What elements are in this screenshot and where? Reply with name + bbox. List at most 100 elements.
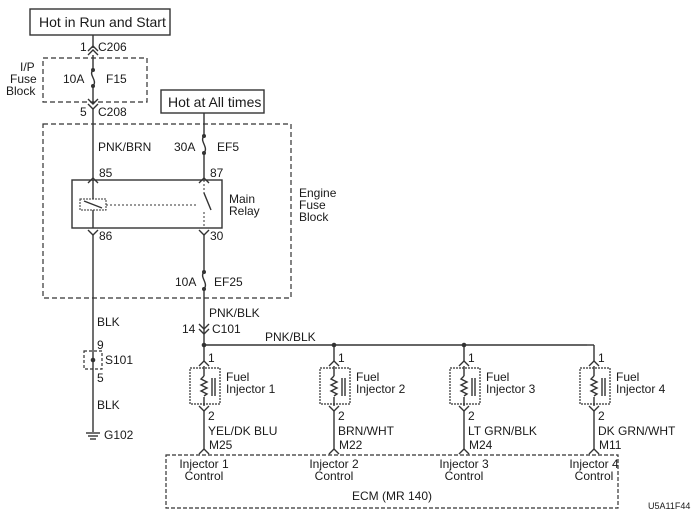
ecm-label: ECM (MR 140) xyxy=(352,489,432,503)
ef25-rating: 10A xyxy=(175,275,196,289)
engine-fuse-block-box xyxy=(42,123,292,299)
ecm-pin-1-icon xyxy=(198,448,210,455)
injector-2-pin-out: 2 xyxy=(338,409,345,423)
c101-pin: 14 xyxy=(182,322,196,336)
injector-3-pin-in: 1 xyxy=(468,351,475,365)
ecm-pin-4-icon xyxy=(588,448,600,455)
injector-2-wire-color: BRN/WHT xyxy=(338,424,395,438)
injector-4-name-1: Fuel xyxy=(616,370,639,384)
injector-2-coil-icon xyxy=(329,375,339,397)
ip-fuse-block-box xyxy=(42,57,148,103)
ip-fuse-block-label-2: Fuse xyxy=(10,72,37,86)
ecm-pin-2: M22 xyxy=(339,438,363,452)
main-relay-label-2: Relay xyxy=(229,204,260,218)
injector-4-wire-color: DK GRN/WHT xyxy=(598,424,676,438)
ecm-control-4-line-2: Control xyxy=(575,469,614,483)
splice-s101-box xyxy=(83,350,103,370)
f15-id: F15 xyxy=(106,72,127,86)
engine-fuse-block-label-1: Engine xyxy=(299,186,337,200)
ip-fuse-block-label-1: I/P xyxy=(20,60,35,74)
injector-1-pin-in-icon xyxy=(198,360,210,367)
relay-pin-30: 30 xyxy=(210,229,224,243)
ef5-rating: 30A xyxy=(174,140,195,154)
engine-fuse-block-label-3: Block xyxy=(299,210,329,224)
splice-id: S101 xyxy=(105,353,133,367)
injector-3-name-1: Fuel xyxy=(486,370,509,384)
injector-3-wire-color: LT GRN/BLK xyxy=(468,424,537,438)
hot-run-start-box xyxy=(29,8,171,36)
injector-1-name-2: Injector 1 xyxy=(226,382,276,396)
fuse-ef25-icon xyxy=(201,271,207,290)
ecm-control-1-line-2: Control xyxy=(185,469,224,483)
injector-2-pin-in-icon xyxy=(328,360,340,367)
ef25-id: EF25 xyxy=(214,275,243,289)
figure-id: U5A11F44 xyxy=(648,501,690,511)
ecm-control-2-line-1: Injector 2 xyxy=(309,457,359,471)
injector-1-coil-icon xyxy=(199,375,209,397)
injector-2-name-1: Fuel xyxy=(356,370,379,384)
injector-3-coil-icon xyxy=(459,375,469,397)
relay-switch-icon xyxy=(203,192,212,211)
ecm-control-2-line-2: Control xyxy=(315,469,354,483)
injector-1-pin-out: 2 xyxy=(208,409,215,423)
injector-3-pin-in-icon xyxy=(458,360,470,367)
relay-pin-87-icon xyxy=(198,177,210,184)
c101-label: C101 xyxy=(212,322,241,336)
splice-pin-top: 9 xyxy=(97,338,104,352)
engine-fuse-block-label-2: Fuse xyxy=(299,198,326,212)
injector-3-pin-out: 2 xyxy=(468,409,475,423)
injector-4-pin-in: 1 xyxy=(598,351,605,365)
ecm-control-3-line-2: Control xyxy=(445,469,484,483)
injector-3-name-2: Injector 3 xyxy=(486,382,536,396)
relay-pin-85: 85 xyxy=(99,166,113,180)
ecm-pin-2-icon xyxy=(328,448,340,455)
c208-pin: 5 xyxy=(80,105,87,119)
ecm-pin-4: M11 xyxy=(599,438,622,452)
injector-2-pin-in: 1 xyxy=(338,351,345,365)
ecm-box xyxy=(165,454,619,509)
relay-pin-30-icon xyxy=(198,229,210,236)
c206-connector-icon-2 xyxy=(87,49,99,56)
injector-4-name-2: Injector 4 xyxy=(616,382,666,396)
ground-id: G102 xyxy=(104,428,134,442)
ground-icon xyxy=(86,432,100,440)
c208-connector-icon xyxy=(87,98,99,105)
c206-connector-icon xyxy=(87,45,99,52)
main-relay-label-1: Main xyxy=(229,192,255,206)
ecm-control-3-line-1: Injector 3 xyxy=(439,457,489,471)
ground-wire-color-lower: BLK xyxy=(97,398,120,412)
hot-all-times-box xyxy=(160,89,265,114)
injector-bus-wire-color: PNK/BLK xyxy=(265,330,316,344)
coil-feed-wire-color: PNK/BRN xyxy=(98,140,151,154)
c206-pin: 1 xyxy=(80,40,87,54)
relay-pin-87: 87 xyxy=(210,166,224,180)
injector-1-name-1: Fuel xyxy=(226,370,249,384)
relay-coil-diagonal xyxy=(83,200,103,209)
relay-pin-86: 86 xyxy=(99,229,113,243)
c206-label: C206 xyxy=(98,40,127,54)
ecm-pin-3: M24 xyxy=(469,438,493,452)
ecm-pin-1: M25 xyxy=(209,438,233,452)
ecm-pin-3-icon xyxy=(458,448,470,455)
ecm-control-1-line-1: Injector 1 xyxy=(179,457,229,471)
ip-fuse-block-label-3: Block xyxy=(6,84,36,98)
splice-pin-bottom: 5 xyxy=(97,371,104,385)
injector-1-body xyxy=(189,367,221,405)
c101-connector-icon-2 xyxy=(198,328,210,335)
injector-feed-wire-color: PNK/BLK xyxy=(209,306,260,320)
relay-pin-85-icon xyxy=(87,177,99,184)
ecm-control-4-line-1: Injector 4 xyxy=(569,457,619,471)
hot-run-start-label: Hot in Run and Start xyxy=(39,14,166,30)
c101-connector-icon xyxy=(198,323,210,330)
injector-1-pin-in: 1 xyxy=(208,351,215,365)
injector-4-coil-icon xyxy=(589,375,599,397)
f15-rating: 10A xyxy=(63,72,84,86)
fuse-ef5-icon xyxy=(201,135,207,154)
injector-1-wire-color: YEL/DK BLU xyxy=(208,424,277,438)
relay-pin-86-icon xyxy=(87,229,99,236)
splice-s101-node xyxy=(90,357,96,363)
ground-wire-color-upper: BLK xyxy=(97,315,120,329)
fuse-f15-icon xyxy=(90,69,96,87)
c208-label: C208 xyxy=(98,105,127,119)
